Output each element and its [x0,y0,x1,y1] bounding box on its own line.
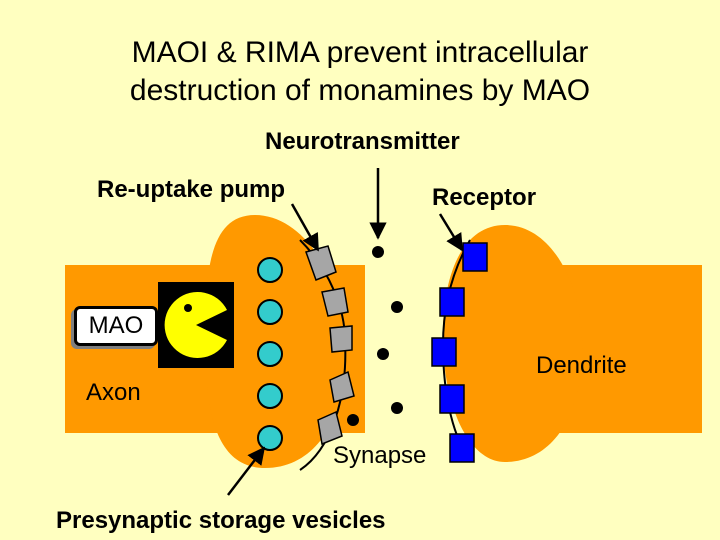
neurotransmitter-dot [391,402,403,414]
vesicle-arrow [227,446,266,496]
receptor-label: Receptor [432,184,537,211]
neurotransmitters [347,246,403,426]
receptor-block [449,433,475,463]
reuptake-arrow [290,203,320,252]
slide-title: MAOI & RIMA prevent intracellular destru… [0,34,720,110]
mao-label-box: MAO [74,306,158,346]
reuptake-pumps [305,245,355,446]
axon-label: Axon [86,379,141,406]
pacman-eye [184,304,192,312]
neurotransmitter-dot [391,301,403,313]
axon-bulb [205,215,346,468]
vesicle [257,257,283,283]
receptors [431,242,488,463]
title-line-2: destruction of monamines by MAO [129,74,591,107]
receptor-block [462,242,488,272]
dendrite-label: Dendrite [536,352,627,379]
reuptake-pump [317,410,343,446]
arrows [227,168,464,496]
reuptake-pump-label: Re-uptake pump [97,176,286,203]
vesicle [257,383,283,409]
pacman-body [164,292,227,358]
neurotransmitter-label: Neurotransmitter [265,128,460,155]
synapse-label: Synapse [333,442,427,469]
receptor-block [439,384,465,414]
receptor-arrow [438,213,464,252]
vesicle [257,341,283,367]
reuptake-pump [329,325,353,353]
vesicle [257,425,283,451]
reuptake-pump [305,245,337,281]
dendrite [441,225,702,462]
vesicles [257,257,283,451]
vesicle [257,299,283,325]
neurotransmitter-dot [377,348,389,360]
neurotransmitter-dot [372,246,384,258]
pacman-icon [158,282,234,368]
title-line-1: MAOI & RIMA prevent intracellular [131,36,589,69]
receptor-block [439,287,465,317]
neurotransmitter-dot [347,414,359,426]
reuptake-pump [329,370,355,403]
receptor-block [431,337,457,367]
reuptake-pump [321,287,349,317]
vesicles-label: Presynaptic storage vesicles [56,507,386,534]
dendrite-bulb [442,225,583,462]
